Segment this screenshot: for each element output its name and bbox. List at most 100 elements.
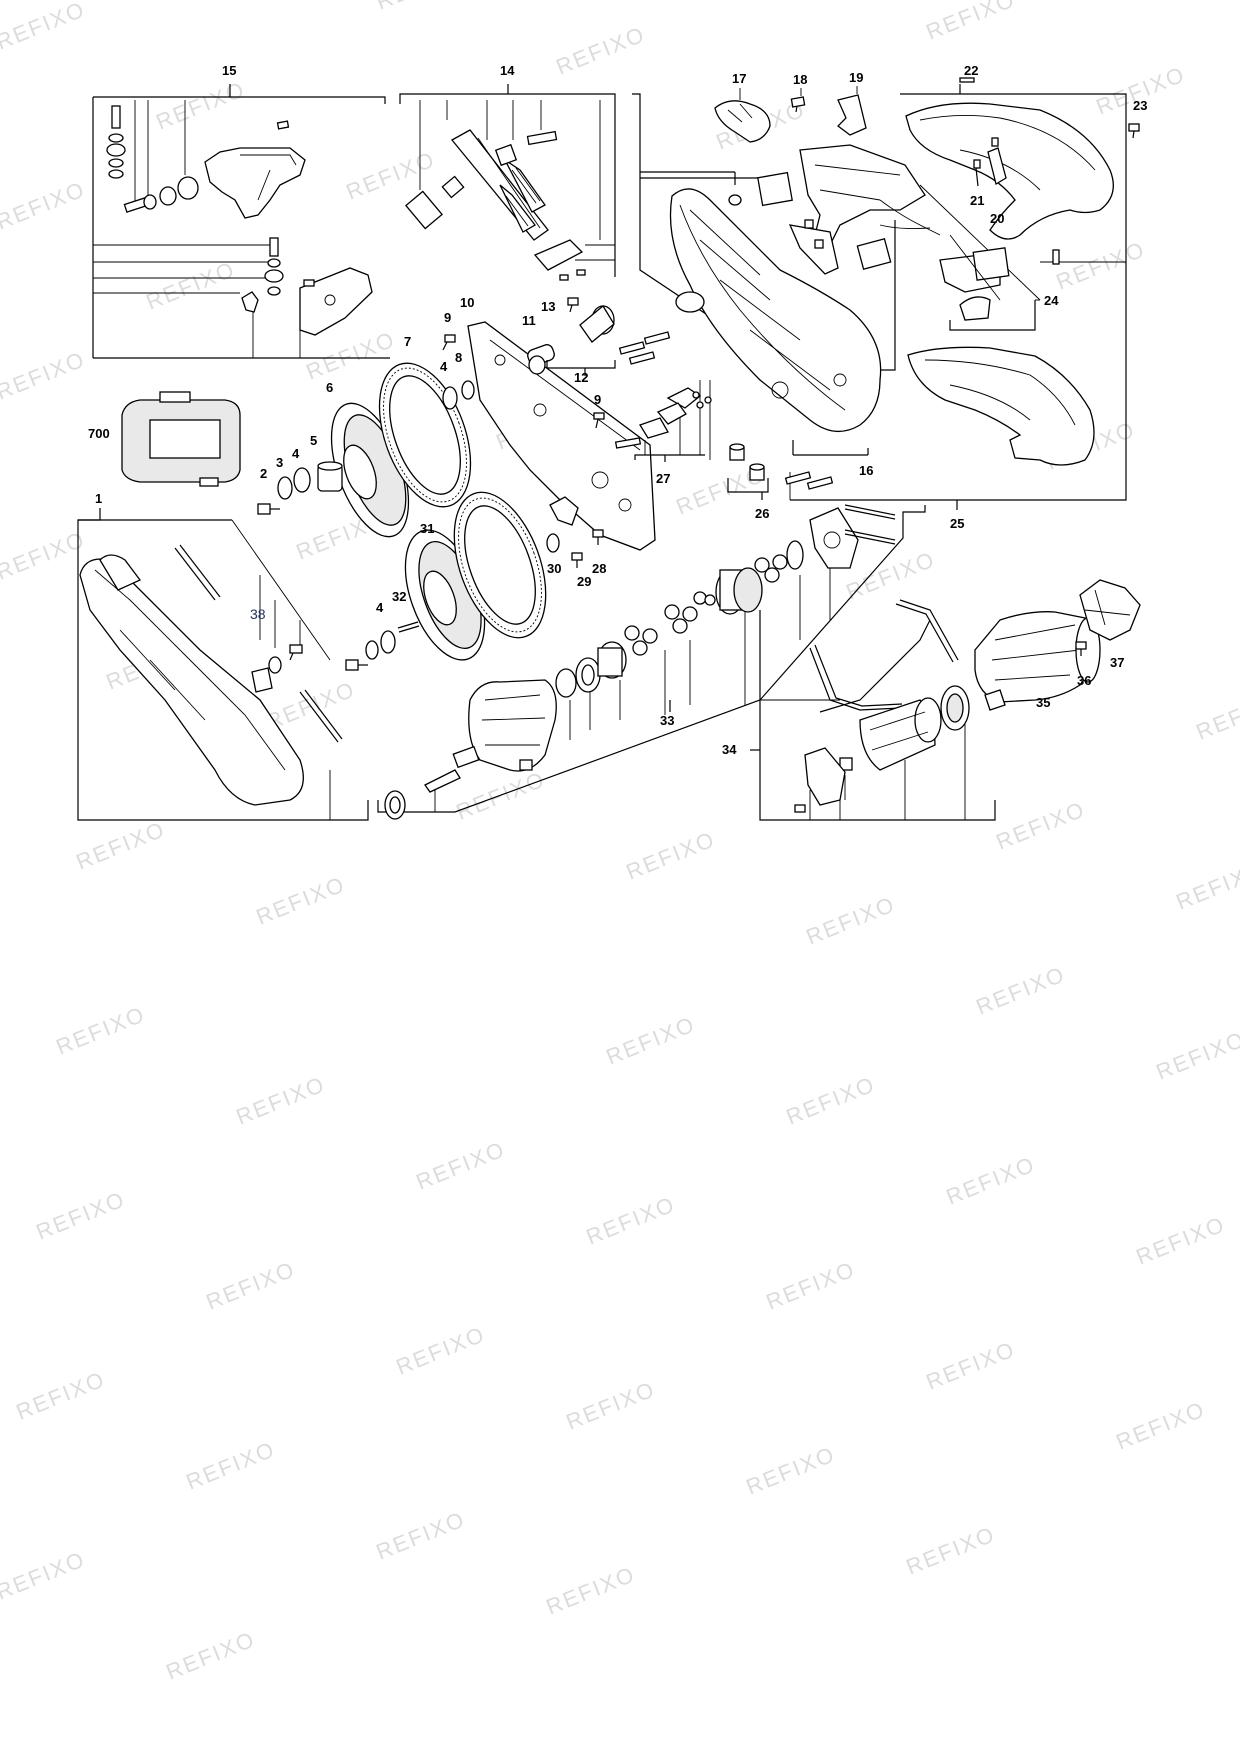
- watermark: REFIXO: [903, 1521, 999, 1579]
- watermark: REFIXO: [943, 1151, 1039, 1209]
- watermark: REFIXO: [803, 891, 899, 949]
- watermark: REFIXO: [13, 1366, 109, 1424]
- callout-31: 31: [420, 521, 434, 536]
- part-29-screw: [571, 552, 583, 568]
- watermark: REFIXO: [763, 1256, 859, 1314]
- watermark: REFIXO: [153, 76, 249, 134]
- part-18-screw: [790, 88, 806, 113]
- callout-27: 27: [656, 471, 670, 486]
- callout-22: 22: [964, 63, 978, 78]
- watermark: REFIXO: [253, 871, 349, 929]
- part-31b-ring-gear: [453, 491, 547, 639]
- callout-9a: 9: [444, 310, 451, 325]
- part-33-planetary: [624, 540, 804, 656]
- part-32-pin: [397, 621, 420, 633]
- watermark: REFIXO: [553, 21, 649, 79]
- part-14-assembly: [405, 129, 586, 281]
- watermark: REFIXO: [393, 1321, 489, 1379]
- callout-26: 26: [755, 506, 769, 521]
- group-14-bracket: [399, 84, 616, 277]
- part-1-small-parts: [174, 544, 343, 743]
- callout-4a: 4: [440, 359, 448, 374]
- watermark: REFIXO: [73, 816, 169, 874]
- callout-7: 7: [404, 334, 411, 349]
- part-8-washer: [442, 380, 475, 410]
- part-38-spring: [251, 667, 273, 693]
- callout-32: 32: [392, 589, 406, 604]
- part-9b-screw: [593, 412, 605, 429]
- part-cam: [549, 496, 579, 526]
- callout-3: 3: [276, 455, 283, 470]
- callout-38: 38: [250, 606, 266, 622]
- callout-34: 34: [722, 742, 737, 757]
- callout-5: 5: [310, 433, 317, 448]
- part-22-pin: [959, 77, 975, 83]
- callout-35: 35: [1036, 695, 1050, 710]
- callout-4c: 4: [376, 600, 384, 615]
- callout-25: 25: [950, 516, 964, 531]
- group-26-bracket: [727, 478, 769, 500]
- callout-11: 11: [522, 313, 536, 328]
- callout-18: 18: [793, 72, 807, 87]
- watermark: REFIXO: [1113, 1396, 1209, 1454]
- callout-14: 14: [500, 63, 515, 78]
- part-33-bearings: [555, 567, 763, 698]
- callout-8: 8: [455, 350, 462, 365]
- part-13-screw: [567, 297, 579, 313]
- watermark: REFIXO: [0, 0, 89, 55]
- watermark: REFIXO: [743, 1441, 839, 1499]
- watermark: REFIXO: [543, 1561, 639, 1619]
- watermark: REFIXO: [1133, 1211, 1229, 1269]
- callout-10: 10: [460, 295, 474, 310]
- callout-30: 30: [547, 561, 561, 576]
- part-17-clip: [714, 88, 771, 143]
- part-27-levers: [614, 387, 712, 449]
- part-24-switch-assembly: [939, 234, 1060, 331]
- part-30-clip: [546, 533, 560, 553]
- part-34-motor: [794, 685, 970, 813]
- callout-700: 700: [88, 426, 110, 441]
- washers-4-bottom: [345, 630, 396, 671]
- callout-37: 37: [1110, 655, 1124, 670]
- group-27-bracket: [634, 380, 711, 462]
- group-33-bracket: [377, 560, 831, 813]
- watermark: REFIXO: [563, 1376, 659, 1434]
- watermark: REFIXO: [603, 1011, 699, 1069]
- callout-23: 23: [1133, 98, 1147, 113]
- watermark: REFIXO: [583, 1191, 679, 1249]
- part-16-housing: [669, 188, 882, 432]
- watermark: REFIXO: [623, 826, 719, 884]
- part-16-internals: [757, 144, 941, 275]
- part-23-screw: [1128, 123, 1140, 139]
- callout-36: 36: [1077, 673, 1091, 688]
- watermark: REFIXO: [203, 1256, 299, 1314]
- watermark: REFIXO: [1173, 856, 1240, 914]
- part-5-bearing: [317, 461, 343, 492]
- callout-9b: 9: [594, 392, 601, 407]
- callout-33: 33: [660, 713, 674, 728]
- part-21-spring: [973, 159, 981, 187]
- callout-21: 21: [970, 193, 984, 208]
- callout-2: 2: [260, 466, 267, 481]
- watermark: REFIXO: [1193, 686, 1240, 744]
- watermark: REFIXO: [0, 176, 89, 234]
- part-33-rods: [844, 504, 896, 545]
- watermark: REFIXO: [303, 326, 399, 384]
- part-25-handle-shell: [905, 102, 1114, 466]
- watermark: REFIXO: [163, 1626, 259, 1684]
- callout-28: 28: [592, 561, 606, 576]
- watermark: REFIXO: [973, 961, 1069, 1019]
- screws-16-group: [618, 331, 834, 490]
- part-15-assembly: [106, 105, 373, 336]
- group-12-bracket: [546, 360, 616, 376]
- watermark: REFIXO: [923, 1336, 1019, 1394]
- watermark: REFIXO: [373, 0, 469, 15]
- watermark: REFIXO: [53, 1001, 149, 1059]
- part-1-housing-half: [79, 554, 304, 806]
- callout-29: 29: [577, 574, 591, 589]
- group-1-bracket: [77, 508, 369, 821]
- part-37-cap: [1079, 579, 1141, 641]
- callout-12: 12: [574, 370, 588, 385]
- part-26-pins: [729, 443, 765, 481]
